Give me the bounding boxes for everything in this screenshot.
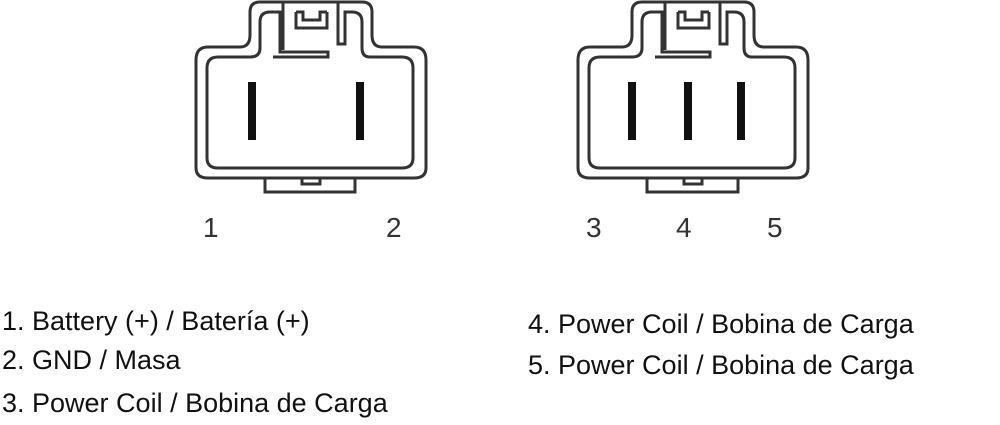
legend-item-1: 1. Battery (+) / Batería (+) [2, 306, 310, 336]
legend-item-2: 2. GND / Masa [2, 345, 181, 375]
pin-label-4: 4 [676, 212, 692, 243]
connector-diagram [194, 0, 810, 194]
pin-1 [248, 82, 256, 140]
pin-5 [737, 82, 745, 140]
connector-2pin [194, 0, 428, 194]
pin-2 [356, 82, 364, 140]
pin-label-1: 1 [203, 212, 219, 243]
connector-3pin [576, 0, 810, 194]
pin-3 [628, 82, 636, 140]
legend-item-5: 5. Power Coil / Bobina de Carga [528, 350, 914, 380]
pin-label-2: 2 [386, 212, 402, 243]
legend-item-4: 4. Power Coil / Bobina de Carga [528, 309, 914, 339]
pin-4 [684, 82, 692, 140]
legend-item-3: 3. Power Coil / Bobina de Carga [2, 388, 388, 418]
pin-label-3: 3 [586, 212, 602, 243]
pin-label-5: 5 [767, 212, 783, 243]
